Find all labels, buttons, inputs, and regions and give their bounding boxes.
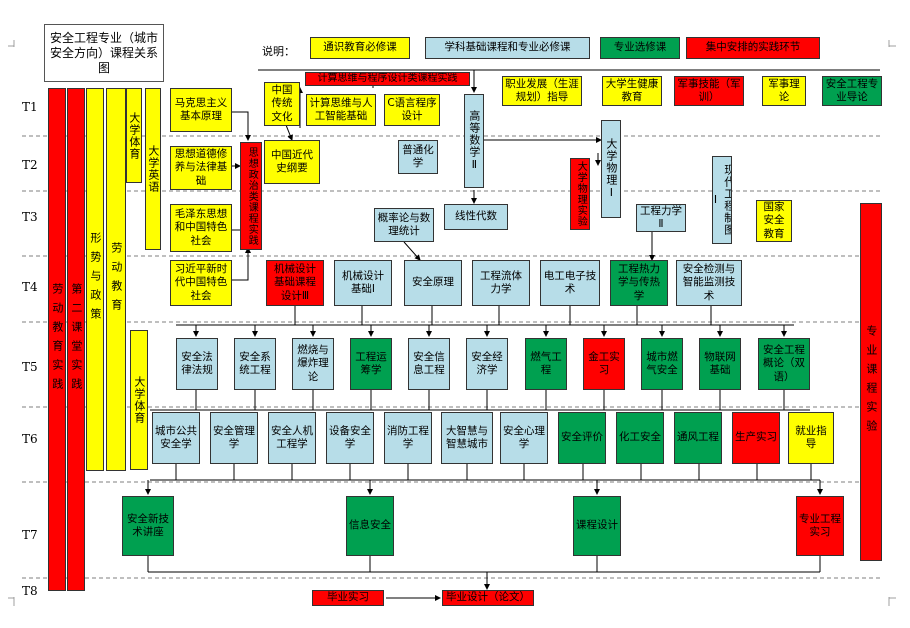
legend-elective: 专业选修课 (600, 37, 680, 59)
course-engineering-internship: 专业工程实习 (796, 496, 844, 556)
labor-practice-column: 劳动教育实践 (48, 88, 66, 591)
term-label: T3 (22, 210, 38, 224)
course-physics: 大学物理Ⅰ (601, 120, 621, 218)
t8-bus (147, 556, 821, 573)
t8-arrows (386, 572, 490, 601)
course-smart-city: 大智慧与智慧城市 (441, 412, 493, 464)
course-politics-practice: 思想政治类课程实践 (240, 142, 262, 250)
diagram-title: 安全工程专业（城市安全方向）课程关系图 (44, 24, 164, 82)
lab-column: 专业课程实验 (860, 203, 882, 561)
course-military-training: 军事技能（军训） (674, 76, 744, 106)
t6-bus (150, 390, 810, 411)
legend-basic: 学科基础课程和专业必修课 (425, 37, 590, 59)
situation-policy-column: 形势与政策 (86, 88, 104, 471)
course-fluid-mechanics: 工程流体力学 (472, 260, 530, 306)
course-chemical-safety: 化工安全 (616, 412, 664, 464)
course-engineering-drawing: 现代工程制图Ⅰ (712, 156, 732, 244)
course-ergonomics: 安全人机工程学 (268, 412, 316, 464)
course-chemistry: 普通化学 (398, 140, 438, 174)
course-maoism: 毛泽东思想和中国特色社会 (170, 204, 232, 252)
course-production-practice: 生产实习 (732, 412, 780, 464)
course-health-education: 大学生健康教育 (602, 76, 662, 106)
course-graduation-internship: 毕业实习 (312, 590, 384, 606)
course-modern-history: 中国近代史纲要 (264, 140, 320, 184)
course-morality-law: 思想道德修养与法律基础 (170, 146, 232, 190)
term-label: T6 (22, 432, 38, 446)
course-safety-evaluation: 安全评价 (558, 412, 606, 464)
course-intro: 安全工程专业导论 (822, 76, 882, 106)
course-fire-engineering: 消防工程学 (384, 412, 432, 464)
course-probability: 概率论与数理统计 (374, 208, 434, 242)
pe-column-2: 大学体育 (130, 330, 148, 470)
term-label: T4 (22, 280, 38, 294)
course-traditional-culture: 中国传统文化 (264, 82, 300, 126)
course-new-tech-lecture: 安全新技术讲座 (122, 496, 174, 556)
term-separators (22, 135, 880, 579)
course-graduation-thesis: 毕业设计（论文） (442, 590, 534, 606)
course-gas-engineering: 燃气工程 (525, 338, 567, 390)
course-equipment-safety: 设备安全学 (326, 412, 374, 464)
term-label: T1 (22, 100, 38, 114)
t7-arrows (145, 480, 823, 495)
course-safety-economics: 安全经济学 (466, 338, 508, 390)
course-safety-psychology: 安全心理学 (500, 412, 548, 464)
course-bilingual-intro: 安全工程概论（双语） (758, 338, 810, 390)
term-label: T8 (22, 584, 38, 598)
course-operations-research: 工程运筹学 (350, 338, 392, 390)
t5-arrows (193, 325, 787, 337)
course-national-security: 国家安全教育 (756, 200, 792, 242)
course-urban-public-safety: 城市公共安全学 (152, 412, 200, 464)
course-programming-practice: 计算思维与程序设计类课程实践 (305, 72, 470, 86)
course-advanced-math: 高等数学Ⅱ (464, 94, 484, 188)
term-label: T2 (22, 158, 38, 172)
labor-education-column: 劳动教育 (106, 88, 126, 471)
frame-corners (8, 40, 896, 606)
pe-column-1: 大学体育 (126, 88, 142, 183)
term-label: T5 (22, 360, 38, 374)
term-label: T7 (22, 528, 38, 542)
course-career-guidance: 职业发展（生涯规划）指导 (502, 76, 582, 106)
course-info-security: 信息安全 (346, 496, 394, 556)
legend-label: 说明： (262, 45, 295, 58)
course-safety-principle: 安全原理 (404, 260, 462, 306)
course-physics-lab: 大学物理实验 (570, 158, 590, 230)
course-combustion: 燃烧与爆炸理论 (292, 338, 334, 390)
course-xi-thought: 习近平新时代中国特色社会 (170, 260, 232, 306)
second-classroom-column: 第二课堂实践 (67, 88, 85, 591)
course-mechanical-design: 机械设计基础Ⅰ (334, 260, 392, 306)
course-marxism: 马克思主义基本原理 (170, 88, 232, 132)
course-c-programming: C语言程序设计 (384, 94, 440, 126)
course-engineering-mechanics: 工程力学Ⅱ (636, 204, 686, 232)
course-urban-gas: 城市燃气安全 (641, 338, 683, 390)
t5-bus (176, 305, 794, 326)
t7-bus (150, 464, 820, 481)
course-course-project: 课程设计 (573, 496, 621, 556)
course-safety-info: 安全信息工程 (408, 338, 450, 390)
course-mechanical-project: 机械设计基础课程设计Ⅲ (266, 260, 324, 306)
course-ventilation: 通风工程 (674, 412, 722, 464)
course-electronics: 电工电子技术 (540, 260, 600, 306)
course-iot: 物联网基础 (699, 338, 741, 390)
legend-practice: 集中安排的实践环节 (686, 37, 820, 59)
course-computational-thinking: 计算思维与人工智能基础 (306, 94, 376, 126)
course-linear-algebra: 线性代数 (444, 204, 508, 230)
course-safety-systems: 安全系统工程 (234, 338, 276, 390)
legend-general: 通识教育必修课 (310, 37, 410, 59)
course-metalwork-practice: 金工实习 (583, 338, 625, 390)
course-thermodynamics: 工程热力学与传热学 (610, 260, 668, 306)
english-column: 大学英语 (145, 88, 161, 250)
course-safety-monitoring: 安全检测与智能监测技术 (676, 260, 742, 306)
course-safety-management: 安全管理学 (210, 412, 258, 464)
course-employment-guidance: 就业指导 (788, 412, 834, 464)
course-military-theory: 军事理论 (762, 76, 806, 106)
course-safety-law: 安全法律法规 (176, 338, 218, 390)
